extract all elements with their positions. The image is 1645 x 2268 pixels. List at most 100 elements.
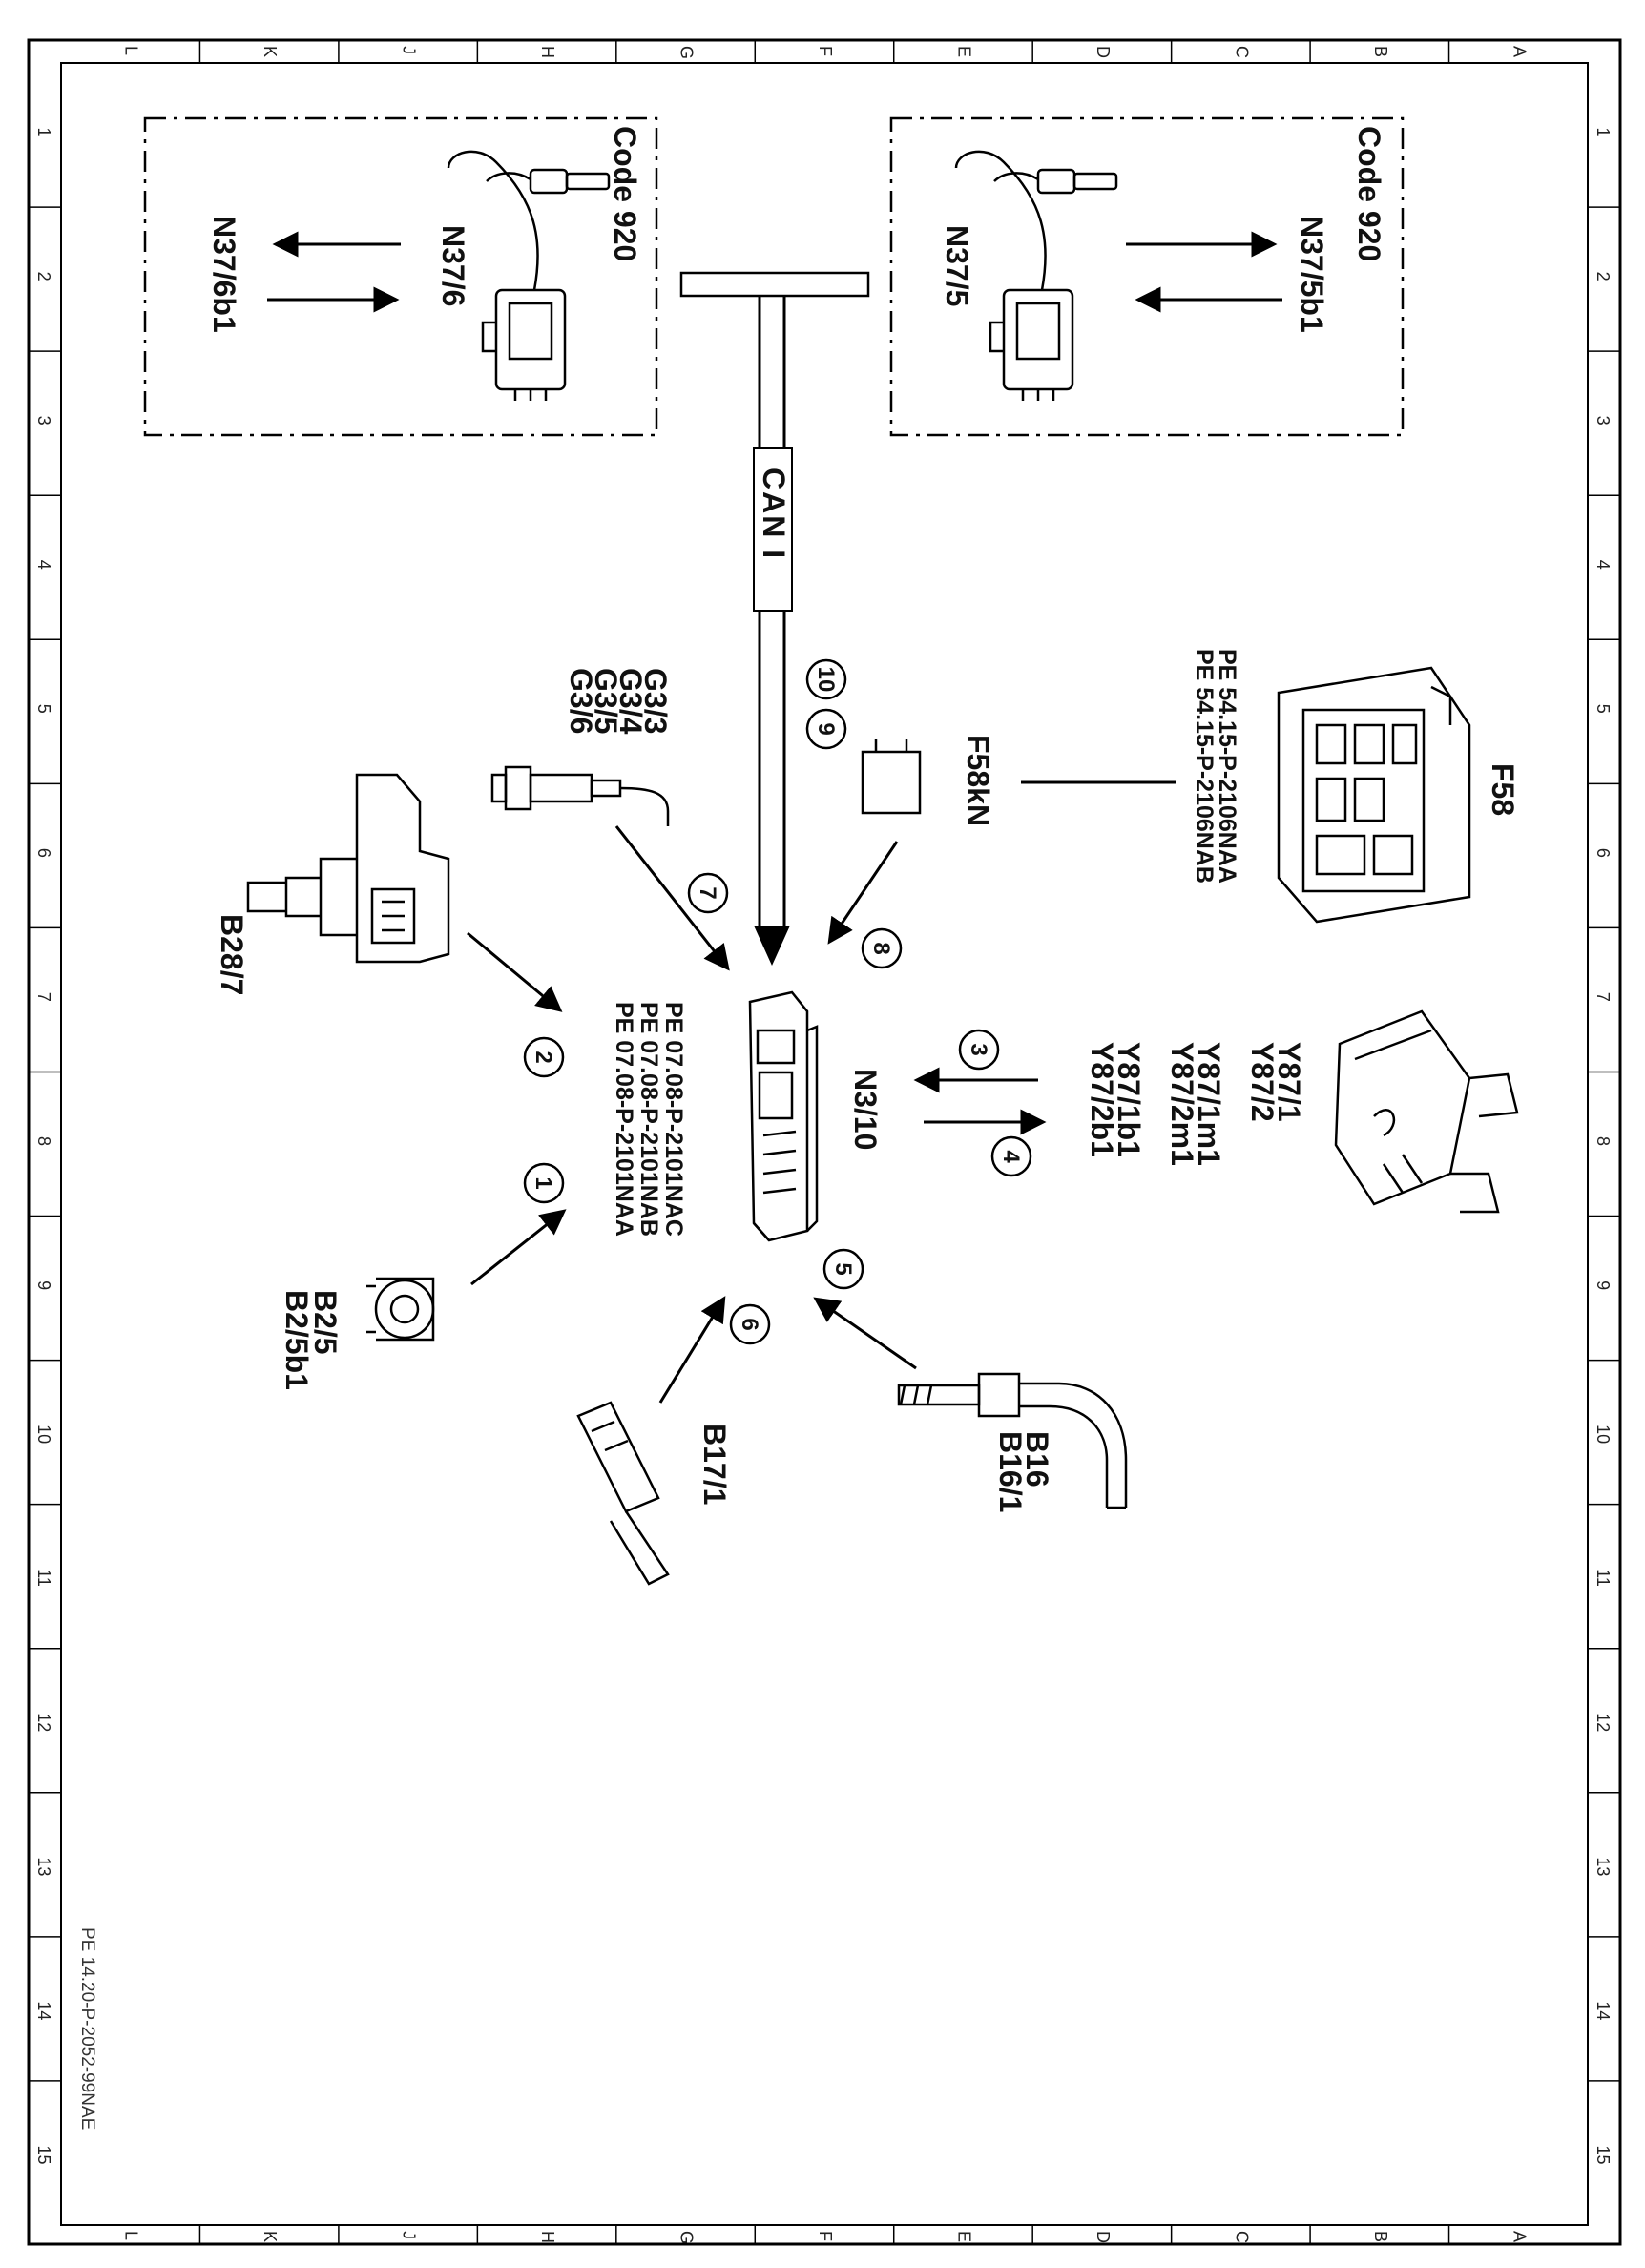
valve-labels: Y87/1 Y87/2 Y87/1m1 Y87/2m1 Y87/1b1 Y87/…: [1085, 1042, 1306, 1166]
valve-assembly-icon: [1334, 1009, 1519, 1214]
grid-number-right-15: 15: [1593, 2145, 1613, 2164]
grid-number-right-14: 14: [1593, 2001, 1613, 2020]
can-i-text: CAN I: [757, 468, 791, 560]
g3-5-label: G3/5: [589, 668, 623, 734]
grid-letter-bottom-D: D: [1093, 2231, 1113, 2243]
grid-letter-top-E: E: [954, 46, 973, 57]
exhaust-labels: B16 B16/1: [993, 1431, 1054, 1512]
grid-letter-bottom-B: B: [1371, 2231, 1390, 2242]
grid-number-left-11: 11: [34, 1569, 53, 1587]
arrow-intake-to-ecu: [658, 1296, 726, 1404]
grid-number-left-1: 1: [34, 128, 53, 137]
y87-1-label: Y87/1: [1272, 1042, 1306, 1122]
grid-number-left-9: 9: [34, 1280, 53, 1290]
grid-letter-bottom-K: K: [260, 2231, 280, 2242]
reference-circle-5: 5: [822, 1248, 864, 1290]
exhaust-temp-sensor-icon: [897, 1372, 1128, 1509]
grid-number-left-15: 15: [34, 2145, 53, 2164]
grid-number-left-2: 2: [34, 272, 53, 281]
can-label-box: [753, 447, 793, 612]
svg-text:10: 10: [813, 667, 839, 693]
left-code-text: Code 920: [608, 126, 642, 261]
n37-5b1-label: N37/5b1: [1295, 216, 1329, 333]
svg-text:9: 9: [813, 722, 839, 735]
n37-6b1-label: N37/6b1: [207, 216, 241, 333]
grid-ticks: [29, 40, 1620, 2244]
grid-number-right-10: 10: [1593, 1425, 1613, 1444]
left-option-box: [143, 116, 658, 437]
grid-letter-bottom-C: C: [1232, 2231, 1251, 2243]
ecu-refs: PE 07.08-P-2101NAA PE 07.08-P-2101NAB PE…: [611, 1002, 687, 1237]
grid-number-left-6: 6: [34, 848, 53, 858]
fuse-ref-1: PE 54.15-P-2106NAA: [1214, 649, 1240, 884]
n3-10-label: N3/10: [848, 1069, 883, 1150]
grid-letter-top-K: K: [260, 46, 280, 57]
y87-2m1-label: Y87/2m1: [1165, 1042, 1199, 1166]
o2-labels: G3/3 G3/4 G3/5 G3/6: [564, 668, 673, 735]
svg-text:2: 2: [531, 1051, 556, 1063]
left-sensor-label: N37/6b1: [207, 216, 241, 333]
doc-number-text: PE 14.20-P-2052-99NAE: [77, 1927, 97, 2130]
grid-letter-bottom-F: F: [816, 2231, 835, 2241]
fuse-box-icon: [1277, 666, 1471, 924]
b2-5-label: B2/5: [308, 1290, 343, 1355]
fuse-ref-2: PE 54.15-P-2106NAB: [1191, 649, 1218, 884]
grid-number-right-5: 5: [1593, 704, 1613, 714]
grid-number-right-11: 11: [1593, 1569, 1613, 1587]
f58-label: F58: [1486, 763, 1520, 816]
ecu-icon: [748, 990, 819, 1242]
outer-frame: [27, 38, 1622, 2246]
grid-number-right-8: 8: [1593, 1136, 1613, 1146]
grid-number-right-13: 13: [1593, 1857, 1613, 1876]
grid-letter-bottom-G: G: [677, 2231, 697, 2244]
fuse-ref-2-text: PE 54.15-P-2106NAB: [1191, 649, 1218, 884]
y87-2b1-label: Y87/2b1: [1085, 1042, 1119, 1157]
can-arrowhead: [754, 926, 790, 966]
can-bus-bar: [679, 271, 870, 298]
left-module-label: N37/6: [436, 225, 470, 306]
grid-number-left-3: 3: [34, 416, 53, 426]
fuse-ref-1-text: PE 54.15-P-2106NAA: [1214, 649, 1240, 884]
grid-number-right-12: 12: [1593, 1713, 1613, 1732]
grid-number-right-4: 4: [1593, 560, 1613, 570]
relay-label: F58kN: [961, 735, 995, 826]
reference-circle-3: 3: [958, 1029, 1000, 1071]
svg-text:7: 7: [695, 886, 720, 899]
reference-circle-1: 1: [523, 1162, 565, 1204]
right-option-box: [889, 116, 1405, 437]
grid-number-left-8: 8: [34, 1136, 53, 1146]
n37-6-label: N37/6: [436, 225, 470, 306]
reference-circle-8: 8: [861, 927, 903, 969]
y87-2-label: Y87/2: [1245, 1042, 1280, 1122]
grid-number-right-3: 3: [1593, 416, 1613, 426]
g3-6-label: G3/6: [564, 668, 598, 734]
reference-circle-2: 2: [523, 1036, 565, 1078]
f58kn-label: F58kN: [961, 735, 995, 826]
grid-number-right-9: 9: [1593, 1280, 1613, 1290]
right-code-label: Code 920: [1352, 126, 1386, 261]
grid-number-left-7: 7: [34, 992, 53, 1002]
grid-number-right-1: 1: [1593, 128, 1613, 137]
grid-number-right-6: 6: [1593, 848, 1613, 858]
inner-frame: [60, 62, 1589, 2226]
arrow-relay-to-ecu: [827, 841, 899, 945]
n37-5-label: N37/5: [940, 225, 974, 306]
pressure-label: B28/7: [215, 914, 249, 995]
o2-sensor-icon: [490, 765, 670, 826]
arrow-b2-5-to-ecu: [470, 1209, 567, 1286]
relay-icon: [861, 739, 922, 815]
left-code-label: Code 920: [608, 126, 642, 261]
grid-letter-top-H: H: [538, 46, 557, 58]
grid-number-right-2: 2: [1593, 272, 1613, 281]
nox-sensor-right-icon: [954, 150, 1118, 401]
grid-letter-top-B: B: [1371, 46, 1390, 57]
doc-number: PE 14.20-P-2052-99NAE: [77, 1927, 97, 2130]
g3-4-label: G3/4: [614, 668, 648, 735]
arrow-pressure-to-ecu: [467, 931, 563, 1012]
ecu-label: N3/10: [848, 1069, 883, 1150]
coolant-labels: B2/5 B2/5b1: [280, 1290, 343, 1390]
